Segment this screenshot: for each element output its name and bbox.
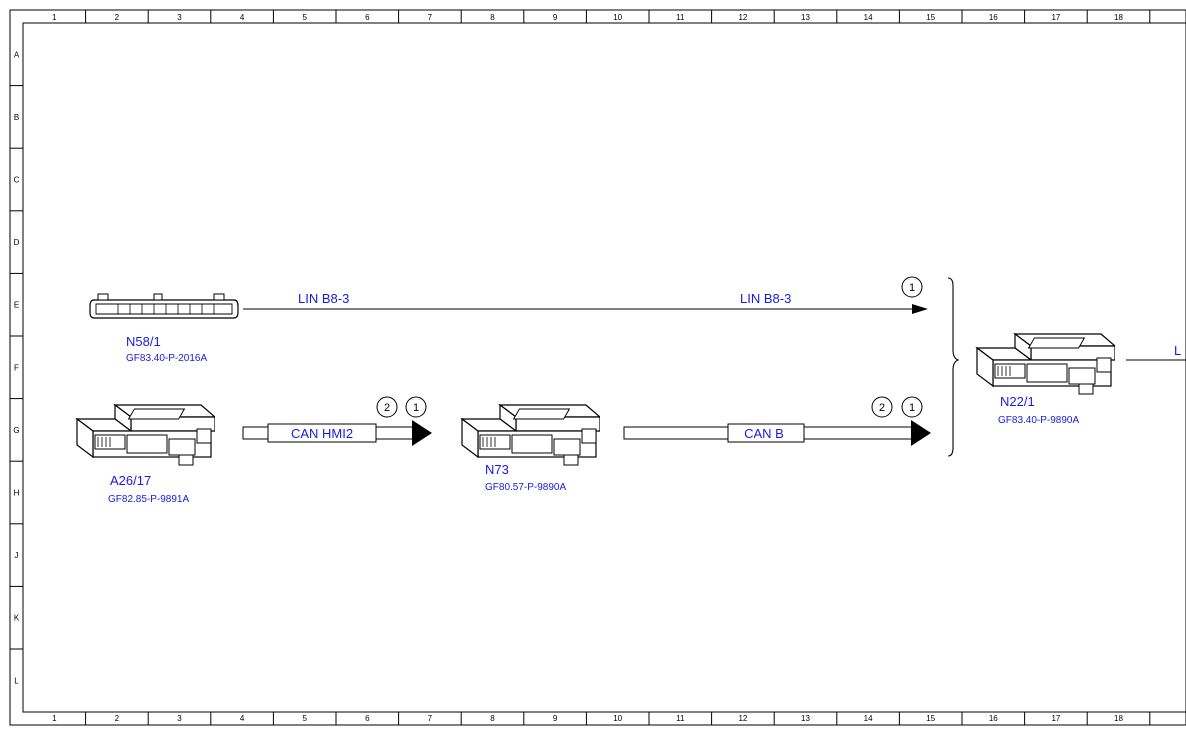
- row-label: B: [14, 113, 19, 122]
- column-label-bottom: 10: [613, 714, 622, 723]
- column-label-bottom: 17: [1051, 714, 1060, 723]
- a26-17-ref-link[interactable]: GF82.85-P-9891A: [108, 494, 189, 505]
- column-label-bottom: 7: [428, 714, 433, 723]
- can-b-marker-2[interactable]: 2: [871, 396, 893, 418]
- can-b-marker-1-text: 1: [909, 402, 915, 414]
- column-label-top: 1: [52, 13, 57, 22]
- column-label-top: 17: [1051, 13, 1060, 22]
- n22-1-id-label: N22/1: [1000, 394, 1035, 409]
- can-hmi2-marker-1-text: 1: [413, 402, 419, 414]
- n73-ref-link[interactable]: GF80.57-P-9890A: [485, 482, 566, 493]
- row-ticks: A B C D E F G H J K L: [10, 50, 23, 685]
- column-label-top: 15: [926, 13, 935, 22]
- column-label-bottom: 16: [989, 714, 998, 723]
- row-label: K: [14, 614, 20, 623]
- lin-label-left: LIN B8-3: [298, 291, 349, 306]
- column-label-top: 5: [302, 13, 307, 22]
- outgoing-wire-label: L: [1174, 343, 1181, 358]
- column-label-bottom: 12: [738, 714, 747, 723]
- can-b-bus: [623, 420, 931, 446]
- column-label-top: 7: [428, 13, 433, 22]
- row-label: J: [15, 551, 19, 560]
- can-b-marker-1[interactable]: 1: [901, 396, 923, 418]
- can-hmi2-marker-1[interactable]: 1: [405, 396, 427, 418]
- n22-1-ref-link[interactable]: GF83.40-P-9890A: [998, 415, 1079, 426]
- column-label-bottom: 5: [302, 714, 307, 723]
- column-label-bottom: 3: [177, 714, 182, 723]
- n58-1-switch-unit: [89, 293, 239, 319]
- row-label: H: [14, 489, 20, 498]
- n58-1-id-label: N58/1: [126, 334, 161, 349]
- lin-marker-1-text: 1: [909, 282, 915, 294]
- can-hmi2-marker-2[interactable]: 2: [376, 396, 398, 418]
- row-label: C: [14, 176, 20, 185]
- column-label-bottom: 11: [676, 714, 685, 723]
- can-b-marker-2-text: 2: [879, 402, 885, 414]
- column-label-top: 12: [738, 13, 747, 22]
- can-b-label: CAN B: [744, 426, 784, 441]
- column-label-bottom: 4: [240, 714, 245, 723]
- column-label-top: 14: [864, 13, 873, 22]
- column-label-top: 10: [613, 13, 622, 22]
- n73-id-label: N73: [485, 462, 509, 477]
- lin-arrow-head: [912, 304, 928, 314]
- column-label-top: 11: [676, 13, 685, 22]
- column-label-top: 9: [553, 13, 558, 22]
- column-label-top: 4: [240, 13, 245, 22]
- column-label-bottom: 14: [864, 714, 873, 723]
- row-label: D: [14, 238, 20, 247]
- column-label-bottom: 2: [115, 714, 120, 723]
- lin-label-right: LIN B8-3: [740, 291, 791, 306]
- column-label-top: 3: [177, 13, 182, 22]
- column-label-top: 6: [365, 13, 370, 22]
- can-hmi2-marker-2-text: 2: [384, 402, 390, 414]
- column-label-top: 2: [115, 13, 120, 22]
- row-label: E: [14, 301, 19, 310]
- can-hmi2-bus: [242, 420, 432, 446]
- column-label-bottom: 6: [365, 714, 370, 723]
- column-label-top: 16: [989, 13, 998, 22]
- can-hmi2-label: CAN HMI2: [291, 426, 353, 441]
- column-label-bottom: 18: [1114, 714, 1123, 723]
- column-label-top: 18: [1114, 13, 1123, 22]
- a26-17-control-unit: [76, 404, 215, 466]
- row-label: L: [14, 676, 19, 685]
- column-label-bottom: 1: [52, 714, 57, 723]
- row-label: F: [14, 363, 19, 372]
- n22-1-control-unit: [976, 333, 1115, 395]
- n58-1-ref-link[interactable]: GF83.40-P-2016A: [126, 353, 207, 364]
- n73-control-unit: [461, 404, 600, 466]
- column-label-bottom: 15: [926, 714, 935, 723]
- row-label: G: [13, 426, 19, 435]
- lin-marker-1[interactable]: 1: [901, 276, 923, 298]
- row-label: A: [14, 50, 20, 59]
- column-label-bottom: 13: [801, 714, 810, 723]
- column-label-top: 13: [801, 13, 810, 22]
- column-label-bottom: 9: [553, 714, 558, 723]
- drawing-frame: [9, 9, 1186, 726]
- column-label-top: 8: [490, 13, 495, 22]
- group-brace: [947, 277, 960, 457]
- column-label-bottom: 8: [490, 714, 495, 723]
- a26-17-id-label: A26/17: [110, 473, 151, 488]
